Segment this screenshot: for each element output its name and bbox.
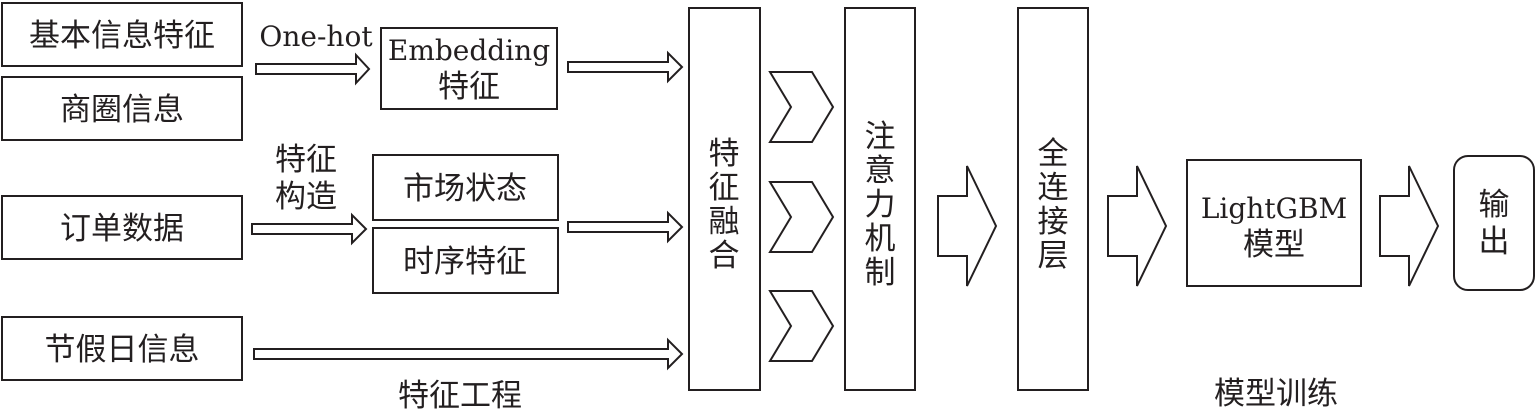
feature-fusion-node: 特 征 融 合 bbox=[688, 7, 761, 391]
embedding-label-line2: 特征 bbox=[438, 69, 500, 105]
embedding-to-fusion-arrow bbox=[567, 50, 684, 84]
construct-label-line1: 特征 bbox=[275, 142, 337, 178]
dense-char-3: 接 bbox=[1038, 204, 1069, 240]
lightgbm-label-line2: 模型 bbox=[1243, 227, 1305, 263]
embedding-box bbox=[380, 27, 558, 110]
basic-info-node: 基本信息特征 bbox=[1, 2, 243, 67]
attention-char-4: 机 bbox=[865, 221, 896, 257]
dense-char-1: 全 bbox=[1038, 136, 1069, 172]
lightgbm-to-output-arrow bbox=[1379, 165, 1440, 287]
feature-fusion-box bbox=[688, 7, 761, 391]
market-state-label: 市场状态 bbox=[403, 171, 527, 207]
output-node: 输 出 bbox=[1453, 155, 1535, 291]
time-series-box bbox=[372, 227, 559, 294]
attention-char-2: 意 bbox=[865, 153, 896, 189]
attention-char-5: 制 bbox=[865, 255, 896, 291]
fusion-to-attention-chevron-middle bbox=[768, 181, 835, 253]
output-char-2: 出 bbox=[1479, 224, 1510, 260]
embedding-node: Embedding 特征 bbox=[380, 27, 558, 110]
attention-box bbox=[844, 7, 916, 391]
dense-to-lightgbm-arrow bbox=[1107, 165, 1168, 287]
holiday-arrow bbox=[253, 337, 684, 371]
order-data-label: 订单数据 bbox=[60, 211, 184, 247]
lightgbm-node: LightGBM 模型 bbox=[1186, 159, 1362, 287]
time-series-node: 时序特征 bbox=[372, 227, 559, 294]
fusion-char-3: 融 bbox=[709, 204, 740, 240]
holiday-info-box bbox=[1, 316, 243, 381]
output-char-1: 输 bbox=[1479, 187, 1510, 223]
embedding-label-line1: Embedding bbox=[388, 34, 550, 67]
timeseries-to-fusion-arrow bbox=[567, 210, 684, 244]
business-district-box bbox=[1, 76, 243, 141]
business-district-label: 商圈信息 bbox=[60, 92, 184, 128]
dense-layer-node: 全 连 接 层 bbox=[1017, 7, 1089, 391]
attention-to-dense-arrow bbox=[937, 165, 998, 287]
onehot-arrow bbox=[255, 52, 371, 86]
attention-node: 注 意 力 机 制 bbox=[844, 7, 916, 391]
construct-label-line2: 构造 bbox=[275, 179, 337, 215]
feature-engineering-caption: 特征工程 bbox=[398, 378, 522, 414]
basic-info-box bbox=[1, 2, 243, 67]
market-state-box bbox=[372, 154, 559, 221]
dense-layer-box bbox=[1017, 7, 1089, 391]
order-data-box bbox=[1, 195, 243, 260]
dense-char-4: 层 bbox=[1038, 238, 1069, 274]
order-data-node: 订单数据 bbox=[1, 195, 243, 260]
market-state-node: 市场状态 bbox=[372, 154, 559, 221]
dense-char-2: 连 bbox=[1038, 170, 1069, 206]
attention-char-3: 力 bbox=[865, 187, 896, 223]
holiday-info-label: 节假日信息 bbox=[45, 332, 200, 368]
fusion-char-4: 合 bbox=[709, 238, 740, 274]
business-district-node: 商圈信息 bbox=[1, 76, 243, 141]
fusion-char-2: 征 bbox=[709, 170, 740, 206]
fusion-to-attention-chevron-bottom bbox=[768, 290, 835, 362]
onehot-label: One-hot bbox=[259, 20, 373, 53]
time-series-label: 时序特征 bbox=[403, 244, 527, 280]
construct-arrow bbox=[251, 212, 368, 246]
lightgbm-label-line1: LightGBM bbox=[1201, 192, 1347, 225]
lightgbm-box bbox=[1186, 159, 1362, 287]
attention-char-1: 注 bbox=[865, 119, 896, 155]
holiday-info-node: 节假日信息 bbox=[1, 316, 243, 381]
output-box bbox=[1453, 155, 1535, 291]
fusion-char-1: 特 bbox=[709, 136, 740, 172]
basic-info-label: 基本信息特征 bbox=[29, 18, 215, 54]
fusion-to-attention-chevron-top bbox=[768, 71, 835, 143]
model-training-caption: 模型训练 bbox=[1214, 376, 1338, 412]
